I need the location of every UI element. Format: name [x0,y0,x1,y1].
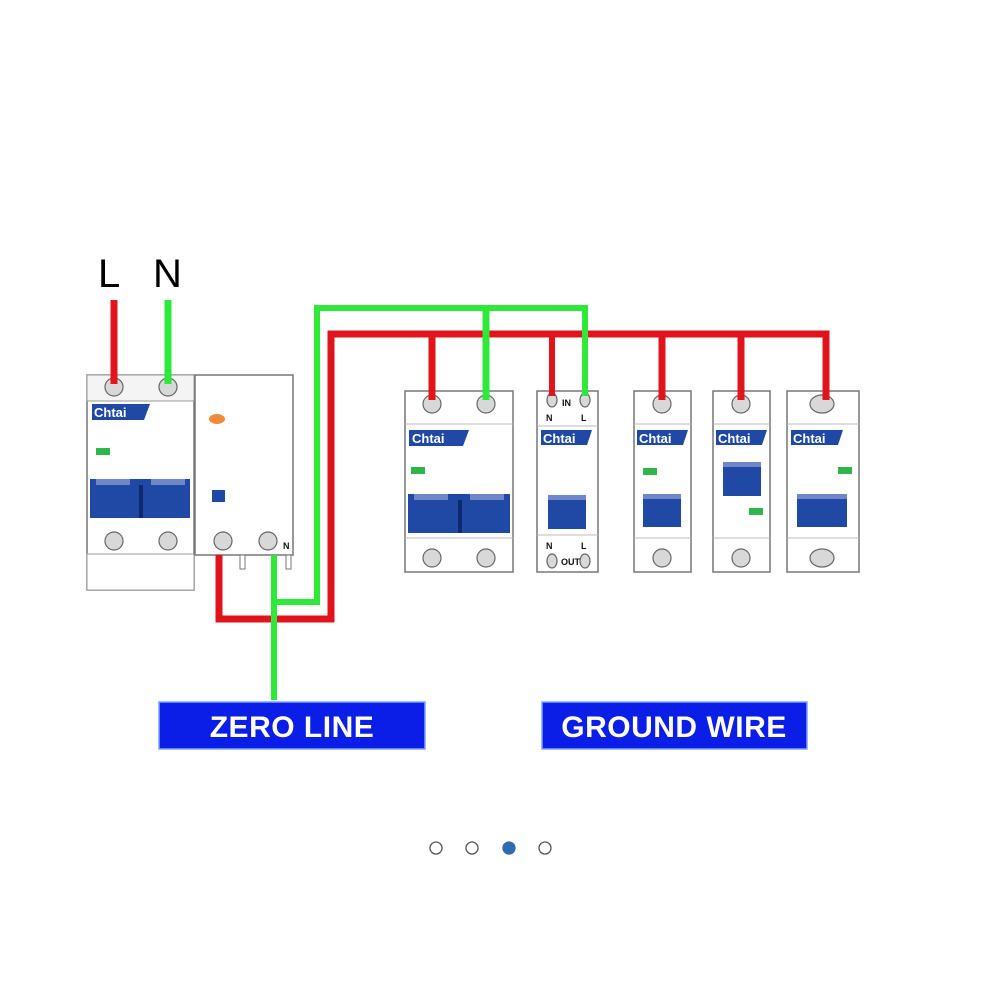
terminal-n-label: N [546,413,553,423]
terminal-screw [652,548,672,568]
indicator-light [96,448,110,455]
live-wires [110,300,830,623]
terminal-screw [731,548,751,568]
rcd-indicator [212,490,225,502]
indicator-light [838,467,852,474]
carousel-dot-4[interactable] [538,841,552,855]
rcd-terminal-label: N [283,541,290,551]
terminal-l-label: L [581,541,587,551]
breaker-toggle [90,479,190,518]
brand-logo: Chtai [791,430,843,446]
breaker-1p-b: Chtai [712,390,771,573]
out-label: OUT [561,557,581,567]
terminal-screw [158,531,178,551]
live-busbar [215,330,830,623]
terminal-screw [579,553,591,569]
brand-label: Chtai [94,405,127,420]
spd-toggle [548,495,586,529]
terminal-screw [476,548,496,568]
brand-logo: Chtai [716,430,767,446]
terminal-screw [809,394,835,414]
neutral-wires [164,300,588,700]
ground-wire-label: GROUND WIRE [541,701,808,750]
zero-line-label: ZERO LINE [158,701,426,750]
brand-label: Chtai [639,431,672,446]
terminal-screw [258,531,278,551]
terminal-l-label: L [581,413,587,423]
brand-logo: Chtai [541,430,592,446]
brand-label: Chtai [718,431,751,446]
surge-protector: IN N L Chtai N L OUT [536,390,599,573]
breaker-toggle [723,462,761,496]
neutral-busbar [274,305,588,605]
carousel-pagination [429,841,552,855]
breaker-1p-c: Chtai [786,390,860,573]
breaker-2p: Chtai [404,390,514,573]
terminal-screw [422,548,442,568]
in-label: IN [562,398,571,408]
brand-logo: Chtai [409,430,469,446]
indicator-light [749,508,763,515]
terminal-n-label: N [546,541,553,551]
terminal-screw [546,553,558,569]
breaker-toggle [408,494,510,533]
breaker-1p-a: Chtai [633,390,692,573]
main-breaker-2p: Chtai [86,374,195,591]
test-button [209,414,225,424]
indicator-light [643,468,657,475]
brand-label: Chtai [793,431,826,446]
breaker-toggle [797,494,847,527]
carousel-dot-3[interactable] [502,841,516,855]
brand-label: Chtai [543,431,576,446]
brand-logo: Chtai [92,404,150,420]
indicator-light [411,467,425,474]
carousel-dot-2[interactable] [465,841,479,855]
brand-label: Chtai [412,431,445,446]
terminal-screw [104,531,124,551]
terminal-screw [809,548,835,568]
brand-logo: Chtai [637,430,688,446]
rcd-module: N [194,374,294,570]
neutral-label: N [153,252,182,296]
breaker-toggle [643,494,681,527]
ground-wire-text: GROUND WIRE [561,711,787,744]
terminal-screw [213,531,233,551]
live-label: L [98,252,120,296]
carousel-dot-1[interactable] [429,841,443,855]
zero-line-text: ZERO LINE [210,711,375,744]
